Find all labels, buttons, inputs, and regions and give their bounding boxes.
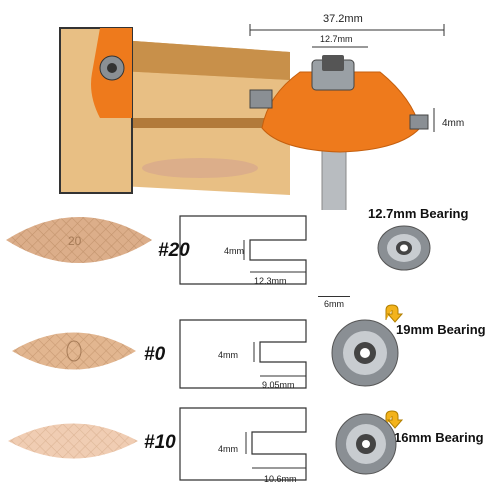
slot-depth-10: 10.6mm — [264, 474, 297, 484]
biscuit-0 — [12, 332, 136, 370]
bearing-label-default: 12.7mm Bearing — [368, 206, 469, 221]
shank-diameter-text: 6mm — [324, 299, 344, 309]
slot-depth-20: 12.3mm — [254, 276, 287, 286]
bearing-19 — [331, 319, 399, 387]
biscuit-label-10: #10 — [144, 432, 176, 453]
top-screw — [322, 55, 344, 71]
biscuit-label-20: #20 — [158, 240, 190, 261]
bearing-12-7 — [377, 225, 431, 271]
wood-board-edge — [100, 40, 290, 80]
cut-height-text: 4mm — [442, 118, 464, 129]
biscuit-label-0: #0 — [144, 344, 166, 365]
shank-diameter-line — [318, 296, 350, 297]
bearing-16 — [335, 413, 397, 475]
svg-text:20: 20 — [68, 234, 82, 248]
slot-height-20: 4mm — [224, 246, 244, 256]
router-bit-illustration: 37.2mm 12.7mm 4mm — [59, 13, 464, 210]
slot-height-10: 4mm — [218, 444, 238, 454]
slot-diagram-10 — [179, 407, 307, 481]
wood-slot — [108, 118, 278, 128]
slot-height-0: 4mm — [218, 350, 238, 360]
biscuit-10 — [8, 423, 138, 459]
shank — [321, 149, 347, 210]
carbide-tip-right — [409, 114, 429, 130]
bearing-diameter-text: 12.7mm — [320, 34, 353, 44]
slot-diagram-0 — [179, 319, 307, 389]
slot-diagram-20 — [179, 215, 307, 285]
bearing-label-16: 16mm Bearing — [394, 430, 484, 445]
overall-diameter-text: 37.2mm — [323, 13, 363, 25]
biscuit-in-slot — [142, 158, 258, 178]
arrow-icon-16 — [385, 410, 404, 429]
slot-depth-0: 9.05mm — [262, 380, 295, 390]
bearing-label-19: 19mm Bearing — [396, 322, 486, 337]
biscuit-20: 20 — [6, 217, 152, 263]
carbide-tip-left — [249, 89, 273, 109]
arrow-icon-19 — [385, 304, 404, 323]
